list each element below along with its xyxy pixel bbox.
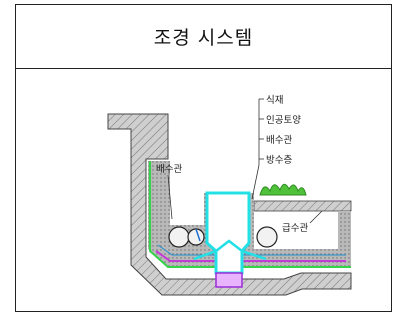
planting	[259, 183, 307, 196]
label-supply-pipe: 급수관	[282, 223, 308, 234]
drain-outlet	[215, 272, 243, 288]
legend-item-artificial-soil: 인공토양	[266, 115, 301, 126]
drain-pipe-2	[187, 228, 205, 246]
drain-flow	[193, 239, 267, 261]
legend-item-planting: 식재	[266, 95, 283, 106]
legend-item-drain-pipe: 배수관	[266, 135, 292, 146]
page-title: 조경 시스템	[153, 27, 254, 49]
label-drain-pipe: 배수관	[156, 164, 182, 175]
legend-leader	[251, 98, 264, 200]
concrete-structure	[107, 113, 352, 296]
deck-slab	[253, 200, 352, 212]
drainage-layer-2	[157, 244, 346, 256]
legend-item-waterproof: 방수층	[266, 155, 292, 166]
label-supply-pipe-leader	[309, 210, 323, 224]
drain-pipe-1	[168, 226, 190, 248]
landscape-system-diagram: 식재 인공토양 배수관 방수층 배수관 급수관	[107, 95, 352, 296]
drain-pipe-3	[256, 226, 278, 248]
drain-pipe-2-mark	[195, 228, 201, 242]
waterproof-layer	[149, 161, 351, 268]
figure-frame: 조경 시스템	[15, 4, 392, 312]
title-bar: 조경 시스템	[16, 5, 391, 69]
drainage-layer	[155, 250, 346, 262]
label-drain-pipe-leader	[167, 174, 173, 220]
